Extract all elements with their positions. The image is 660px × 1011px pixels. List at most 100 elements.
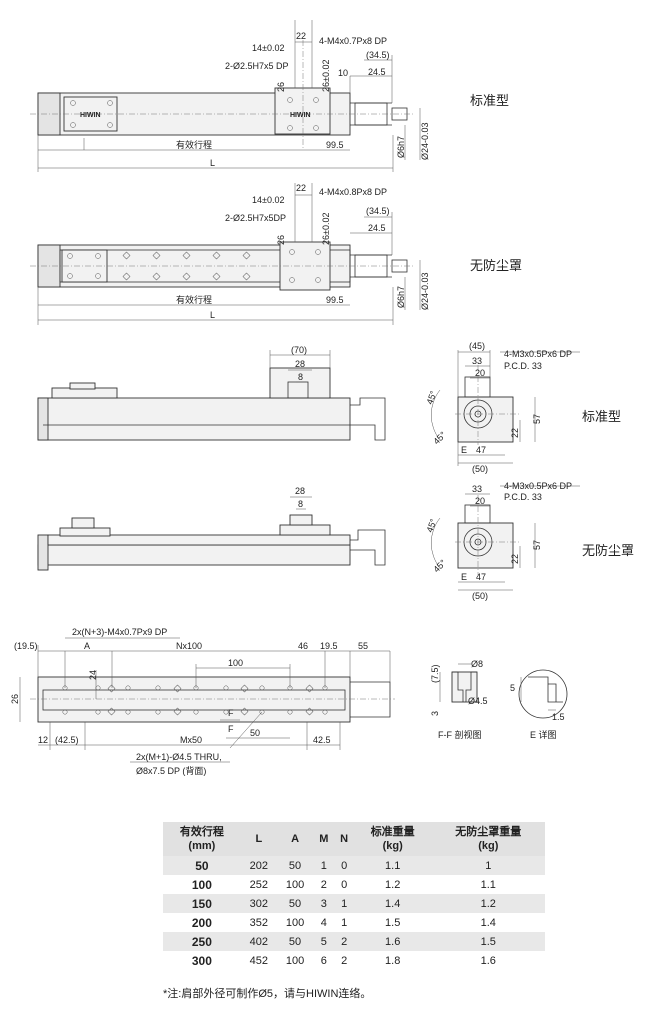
dim-22: 22 (510, 554, 520, 564)
dim-22: 22 (296, 183, 306, 193)
dim-47: 47 (476, 572, 486, 582)
dim-22: 22 (510, 428, 520, 438)
angle-45b: 45° (431, 429, 448, 446)
dim-6h7: Ø6h7 (396, 136, 406, 158)
dim-1-5: 1.5 (552, 712, 565, 722)
dim-8: 8 (298, 499, 303, 509)
label-standard: 标准型 (470, 93, 509, 108)
footnote: *注:肩部外径可制作Ø5，请与HIWIN连络。 (163, 988, 372, 1000)
svg-text:HIWIN: HIWIN (80, 112, 101, 119)
dim-34: (34.5) (366, 50, 390, 60)
drawing-canvas: HIWIN HIWIN 22 14±0.02 4-M4x0.7Px8 DP 2-… (10, 20, 634, 776)
dim-47: 47 (476, 445, 486, 455)
dim-26: 26 (276, 235, 286, 245)
dim-19a: (19.5) (14, 641, 38, 651)
end-view-standard: (45) 33 20 4-M3x0.5Px6 DP P.C.D. 33 45° … (424, 341, 621, 474)
angle-45a: 45° (424, 517, 438, 534)
table-header-row: 有效行程(mm) L A M N 标准重量(kg) 无防尘罩重量(kg) (163, 822, 545, 856)
dim-26: 26 (276, 82, 286, 92)
dim-45: (45) (469, 341, 485, 351)
dim-28: 28 (295, 359, 305, 369)
dim-50: 50 (250, 728, 260, 738)
dim-100: 100 (228, 658, 243, 668)
dim-50: (50) (472, 464, 488, 474)
dim-nm4: 2x(N+3)-M4x0.7Px9 DP (72, 627, 167, 637)
dim-pcd: P.C.D. 33 (504, 361, 542, 371)
col-stroke: 有效行程(mm) (163, 822, 241, 856)
side-view-no-cover: 28 8 (37, 486, 386, 571)
dim-57: 57 (532, 540, 542, 550)
label-standard: 标准型 (582, 409, 621, 424)
dim-5: 5 (510, 683, 515, 693)
rail-holes-top (67, 249, 321, 283)
dim-33: 33 (472, 484, 482, 494)
dim-m3: 4-M3x0.5Px6 DP (504, 481, 572, 491)
top-view-standard: HIWIN HIWIN 22 14±0.02 4-M4x0.7Px8 DP 2-… (30, 20, 509, 172)
dim-pcd: P.C.D. 33 (504, 492, 542, 502)
dim-m4: 4-M4x0.8Px8 DP (319, 187, 387, 197)
dim-34: (34.5) (366, 206, 390, 216)
dim-counterbore: Ø8x7.5 DP (背面) (136, 765, 206, 776)
dim-12: 12 (38, 735, 48, 745)
dim-pin: 2-Ø2.5H7x5DP (225, 213, 286, 223)
dim-24: 24.5 (368, 223, 386, 233)
dim-24: 24 (88, 670, 98, 680)
label-no-cover: 无防尘罩 (582, 543, 634, 558)
col-L: L (240, 822, 277, 856)
dim-70: (70) (291, 345, 307, 355)
label-F1: F (228, 708, 234, 718)
dim-28: 28 (295, 486, 305, 496)
col-M: M (313, 822, 335, 856)
label-section: F-F 剖视图 (438, 729, 482, 740)
dim-42a: (42.5) (55, 735, 79, 745)
svg-text:HIWIN: HIWIN (290, 112, 311, 119)
label-E: E (461, 445, 467, 455)
dim-26tol: 26±0.02 (321, 213, 331, 245)
angle-45b: 45° (431, 557, 448, 574)
dim-20: 20 (475, 368, 485, 378)
top-view-no-cover: 22 14±0.02 4-M4x0.8Px8 DP 2-Ø2.5H7x5DP 2… (30, 183, 522, 325)
dim-19b: 19.5 (320, 641, 338, 651)
dim-99: 99.5 (326, 295, 344, 305)
section-f-f: (7.5) Ø8 3 Ø4.5 F-F 剖视图 (430, 659, 488, 740)
dim-7-5: (7.5) (430, 664, 440, 683)
dim-33: 33 (472, 356, 482, 366)
label-F2: F (228, 724, 234, 734)
dim-6h7: Ø6h7 (396, 286, 406, 308)
dim-mx50: Mx50 (180, 735, 202, 745)
dim-dia4-5: Ø4.5 (468, 696, 488, 706)
dim-24dia: Ø24-0.03 (420, 272, 430, 310)
dim-nx100: Nx100 (176, 641, 202, 651)
dim-m3: 4-M3x0.5Px6 DP (504, 349, 572, 359)
dim-99: 99.5 (326, 140, 344, 150)
dim-57: 57 (532, 414, 542, 424)
dim-26: 26 (10, 694, 20, 704)
dim-A: A (84, 641, 90, 651)
dim-50: (50) (472, 591, 488, 601)
dim-55: 55 (358, 641, 368, 651)
dim-26tol: 26±0.02 (321, 60, 331, 92)
col-A: A (276, 822, 314, 856)
detail-e: 5 1.5 E 详图 (510, 669, 568, 740)
dim-8: 8 (298, 372, 303, 382)
col-nocover-weight: 无防尘罩重量(kg) (431, 822, 545, 856)
dim-L: L (210, 158, 215, 168)
dim-10: 10 (338, 68, 348, 78)
label-E: E (461, 572, 467, 582)
dim-L: L (210, 310, 215, 320)
dim-pin: 2-Ø2.5H7x5 DP (225, 61, 289, 71)
dim-thru: 2x(M+1)-Ø4.5 THRU, (136, 752, 222, 762)
label-no-cover: 无防尘罩 (470, 258, 522, 273)
angle-45a: 45° (424, 389, 438, 406)
label-detail: E 详图 (530, 729, 557, 740)
dim-24: 24.5 (368, 67, 386, 77)
dim-dia8: Ø8 (471, 659, 483, 669)
dim-42b: 42.5 (313, 735, 331, 745)
